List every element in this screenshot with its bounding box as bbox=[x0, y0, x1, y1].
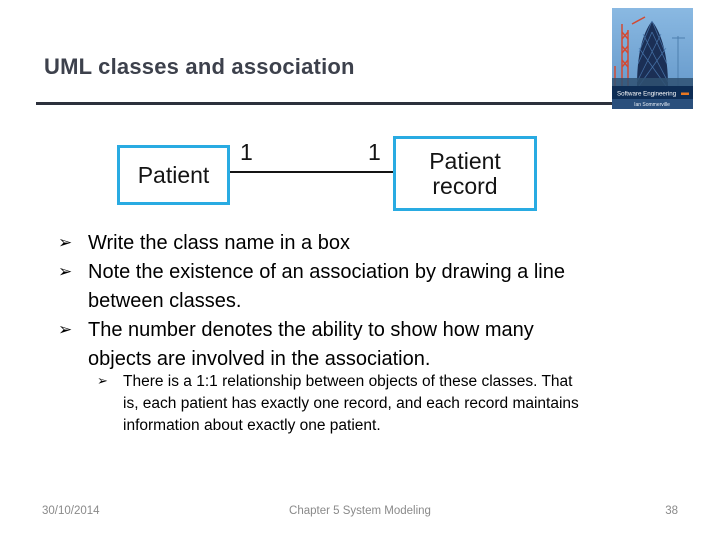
footer-date: 30/10/2014 bbox=[42, 505, 100, 517]
edition-mark bbox=[681, 92, 689, 95]
sub-bullet-line: information about exactly one patient. bbox=[123, 417, 381, 434]
book-cover-image: Software Engineering Ian Sommerville bbox=[612, 8, 693, 109]
bullet-line: Note the existence of an association by … bbox=[88, 261, 565, 283]
footer-title: Chapter 5 System Modeling bbox=[289, 505, 431, 517]
bullet-text: Write the class name in a box bbox=[88, 229, 350, 258]
sub-bullet-list: ➢ There is a 1:1 relationship between ob… bbox=[97, 371, 677, 437]
red-crane-shapes bbox=[614, 16, 646, 86]
arrow-bullet-icon: ➢ bbox=[58, 320, 73, 340]
sub-bullet-line: is, each patient has exactly one record,… bbox=[123, 395, 579, 412]
bullet-line: The number denotes the ability to show h… bbox=[88, 319, 534, 341]
arrow-bullet-icon: ➢ bbox=[58, 262, 73, 282]
cover-title-band bbox=[612, 86, 693, 99]
book-cover-title: Software Engineering bbox=[617, 91, 677, 98]
bullet-item: ➢ The number denotes the ability to show… bbox=[58, 316, 678, 374]
sub-bullet-line: There is a 1:1 relationship between obje… bbox=[123, 373, 573, 390]
bullet-text: The number denotes the ability to show h… bbox=[88, 316, 534, 374]
book-cover-illustration: Software Engineering Ian Sommerville bbox=[612, 8, 693, 109]
right-crane-shape bbox=[672, 36, 685, 86]
page-title: UML classes and association bbox=[44, 54, 355, 79]
arrow-bullet-icon: ➢ bbox=[97, 374, 108, 389]
footer-page-number: 38 bbox=[665, 505, 678, 517]
sub-bullet-text: There is a 1:1 relationship between obje… bbox=[123, 371, 579, 437]
bullet-item: ➢ Write the class name in a box bbox=[58, 229, 678, 258]
bullet-line: objects are involved in the association. bbox=[88, 348, 431, 370]
book-cover-author: Ian Sommerville bbox=[634, 102, 670, 108]
multiplicity-right: 1 bbox=[368, 139, 381, 165]
class-box-patient-record: Patient record bbox=[393, 136, 537, 211]
association-line bbox=[230, 171, 393, 173]
bullet-line: between classes. bbox=[88, 290, 242, 312]
sub-bullet-item: ➢ There is a 1:1 relationship between ob… bbox=[97, 371, 677, 437]
bullet-line: Write the class name in a box bbox=[88, 232, 350, 254]
multiplicity-left: 1 bbox=[240, 139, 253, 165]
class-box-patient: Patient bbox=[117, 145, 230, 205]
cover-author-band bbox=[612, 99, 693, 109]
bullet-text: Note the existence of an association by … bbox=[88, 258, 565, 316]
title-divider bbox=[36, 102, 690, 105]
arrow-bullet-icon: ➢ bbox=[58, 233, 73, 253]
bullet-item: ➢ Note the existence of an association b… bbox=[58, 258, 678, 316]
city-base-silhouette bbox=[612, 78, 693, 86]
tower-lattice-lines bbox=[636, 20, 669, 87]
bullet-list: ➢ Write the class name in a box ➢ Note t… bbox=[58, 229, 678, 374]
